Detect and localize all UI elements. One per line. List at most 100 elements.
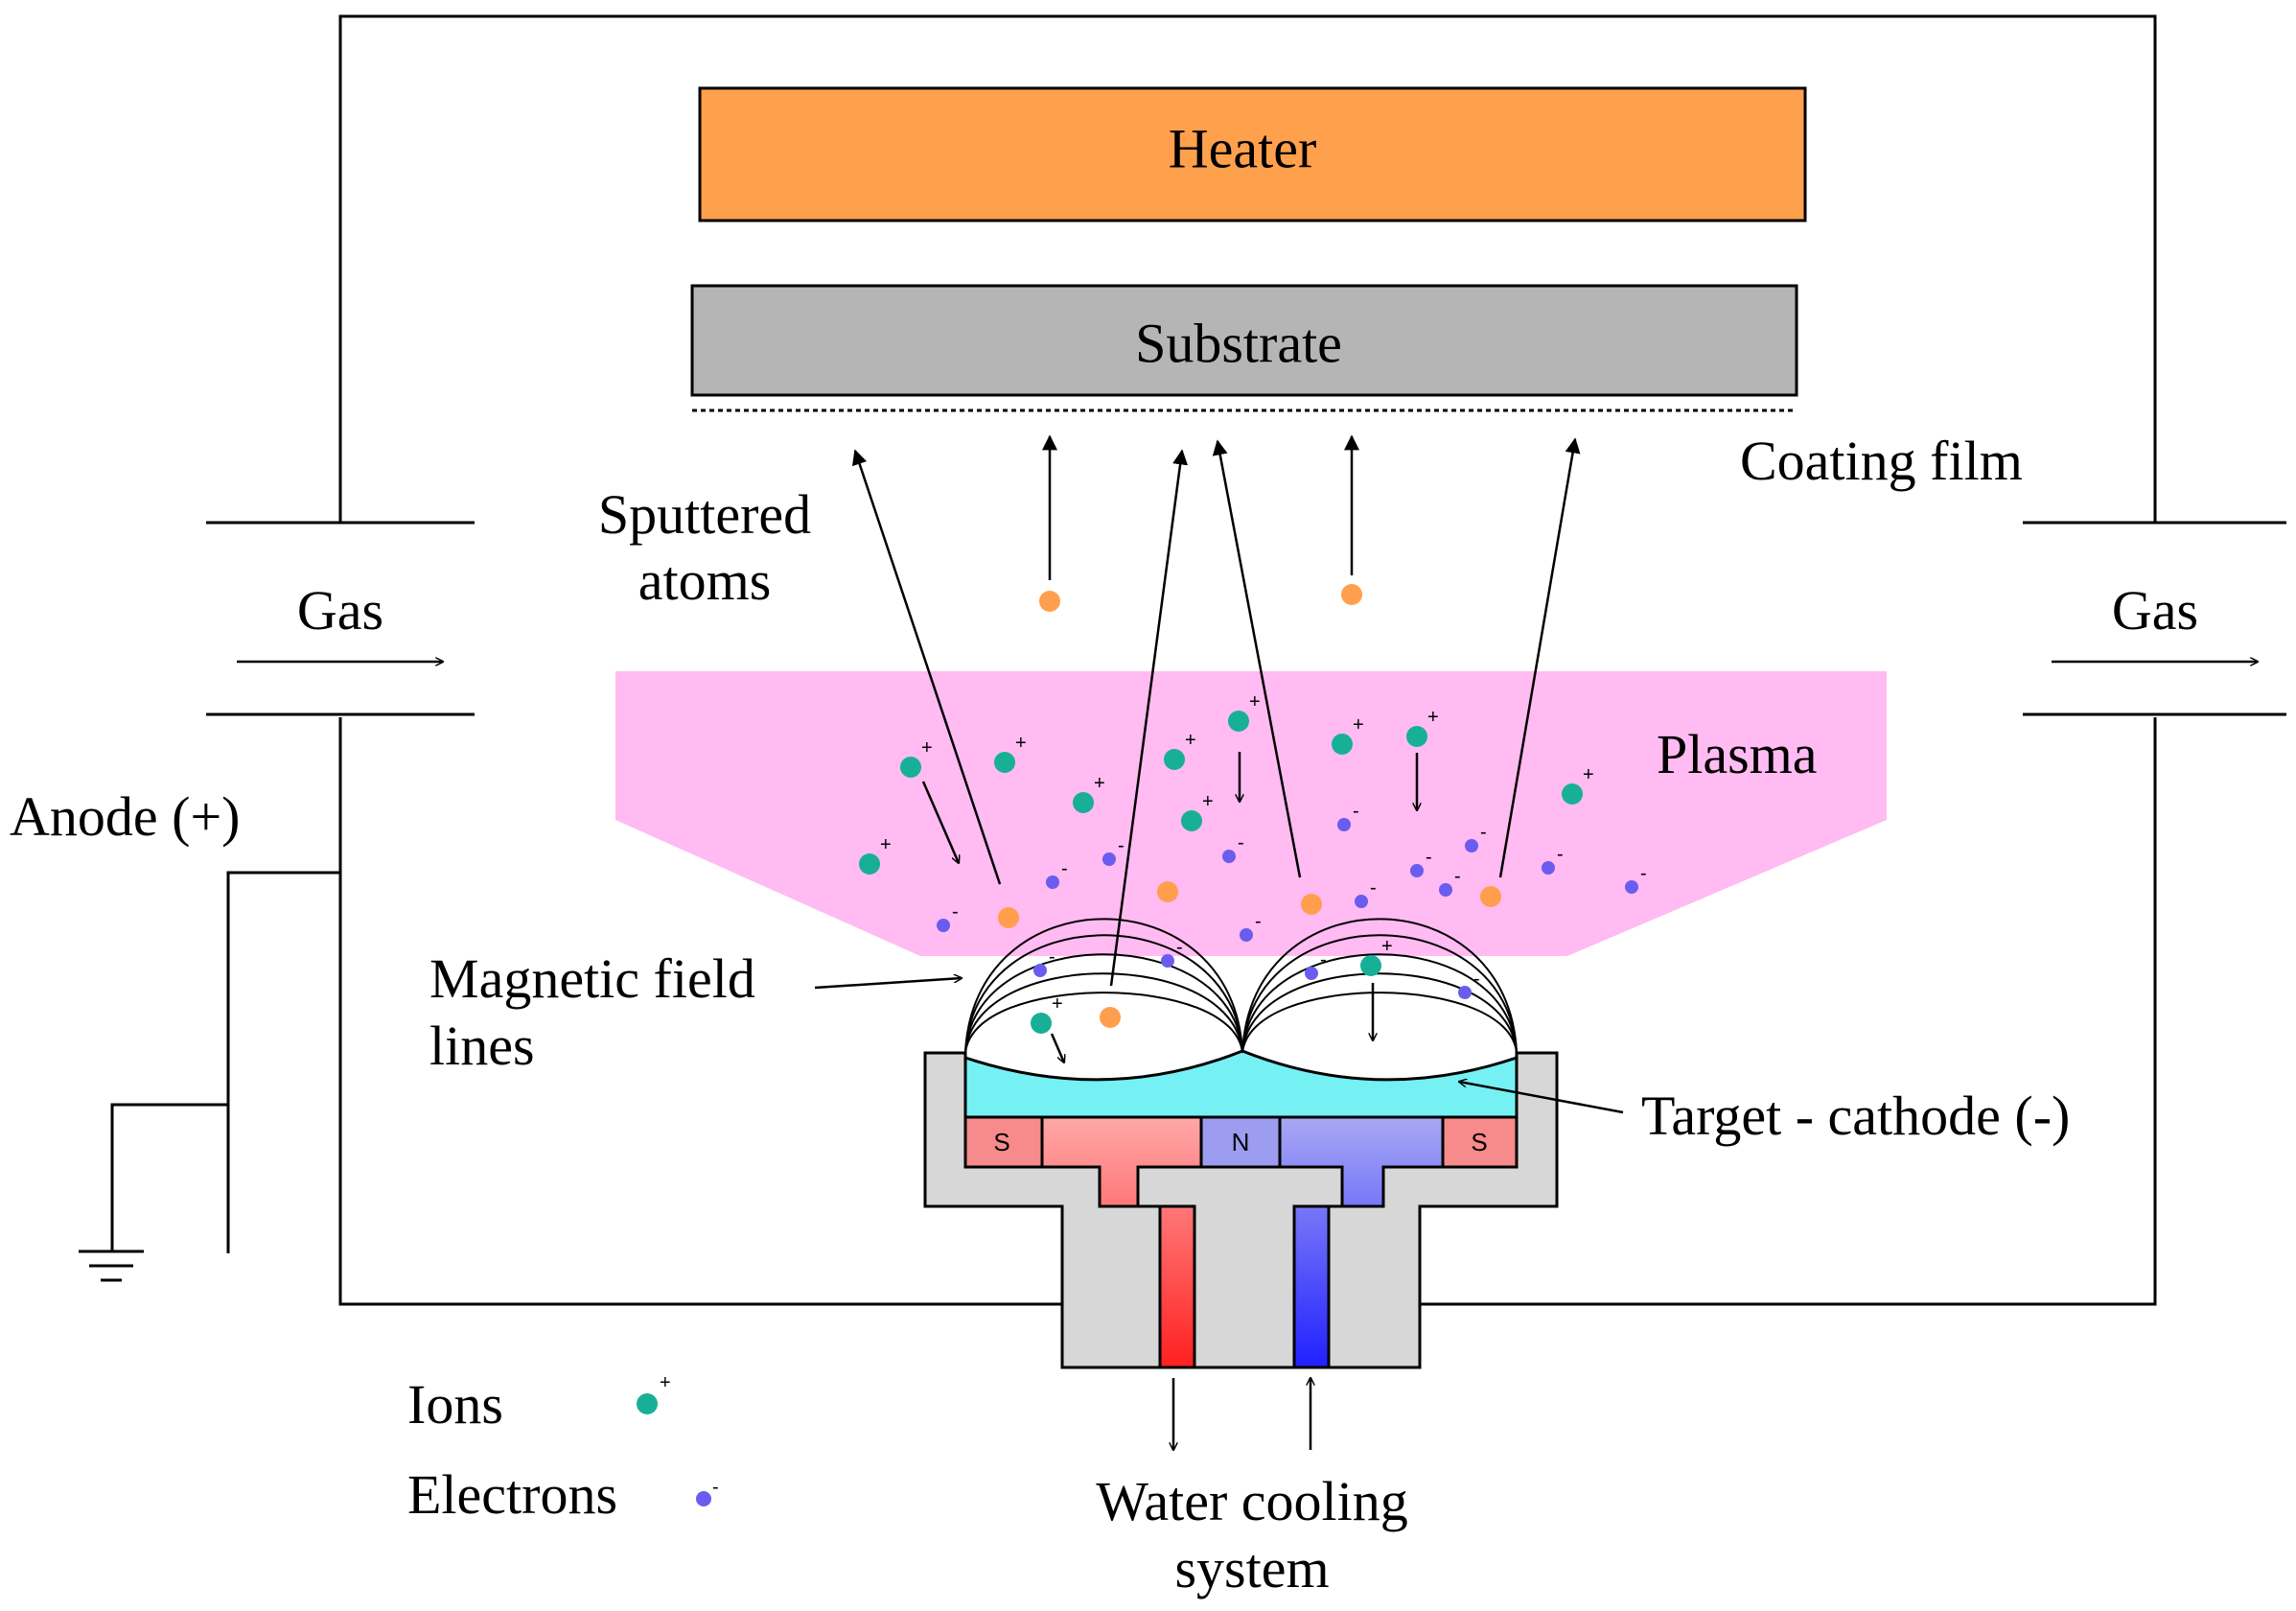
sputtered-atom	[1480, 886, 1501, 907]
legend-ion-sign: +	[660, 1372, 671, 1393]
ion-sign: +	[1583, 764, 1594, 785]
sputtered-trajectories	[851, 434, 1581, 987]
electron-sign: -	[952, 901, 959, 922]
anode-label: Anode (+)	[10, 785, 240, 848]
coating-film-label: Coating film	[1740, 430, 2023, 492]
electron-sign: -	[1176, 937, 1183, 958]
gas-outlet-port	[2023, 521, 2286, 716]
electron-particle	[1465, 839, 1478, 852]
ion-sign: +	[921, 737, 933, 759]
electron-particle	[1439, 883, 1452, 897]
field-line-arc	[1241, 972, 1518, 1054]
electron-particle	[1305, 967, 1318, 980]
ion-sign: +	[1185, 730, 1196, 751]
magnetic-field-label-line1: Magnetic field	[429, 947, 755, 1010]
target-cathode-label: Target - cathode (-)	[1641, 1085, 2070, 1147]
plasma-label: Plasma	[1657, 723, 1818, 785]
ion-sign: +	[1381, 936, 1393, 957]
electron-particle	[1355, 895, 1368, 908]
ion-sign: +	[1052, 993, 1063, 1015]
electron-particle	[937, 919, 950, 932]
plasma-region	[615, 671, 1887, 956]
gas-inlet-port	[206, 521, 475, 716]
water-cooling-label-line2: system	[1174, 1537, 1329, 1599]
magnet-s-left-label: S	[993, 1128, 1009, 1156]
anode-wiring	[79, 871, 340, 1282]
electron-sign: -	[1061, 858, 1068, 879]
target-cathode	[963, 1049, 1519, 1119]
sputtered-atom	[1100, 1007, 1121, 1028]
target-pointer	[1459, 1082, 1624, 1114]
legend-ion-dot	[637, 1393, 658, 1414]
heater-block	[698, 86, 1807, 222]
electron-particle	[1240, 928, 1253, 942]
chamber	[338, 14, 2157, 1306]
sputtered-atom	[1301, 894, 1322, 915]
field-line-arc	[964, 972, 1243, 1054]
electron-particle	[1222, 850, 1236, 863]
electron-sign: -	[1480, 822, 1487, 843]
electron-sign: -	[1255, 911, 1262, 932]
electron-sign: -	[1049, 946, 1055, 968]
ion-sign: +	[1094, 773, 1105, 794]
heater-label: Heater	[1169, 117, 1317, 179]
magnet-s-right	[1441, 1115, 1519, 1169]
ion-particle	[1073, 792, 1094, 813]
ion-particle	[1181, 810, 1202, 831]
ion-sign: +	[1249, 691, 1261, 712]
electron-particle	[1625, 880, 1638, 894]
electron-particle	[1102, 852, 1116, 866]
particles: ++++++++++++----------------	[859, 584, 1647, 1034]
electron-particle	[1410, 864, 1424, 877]
ion-sign: +	[1015, 733, 1027, 754]
sputtered-atom	[1039, 591, 1060, 612]
field-line-arc	[1241, 953, 1518, 1054]
electron-particle	[1458, 986, 1472, 999]
electron-particle	[1046, 876, 1059, 889]
ion-particle	[994, 752, 1015, 773]
electron-particle	[1337, 818, 1351, 831]
electron-sign: -	[1454, 866, 1461, 887]
ion-particle	[1360, 955, 1381, 976]
magnet-assembly: S N S	[963, 1115, 1519, 1369]
gas-outlet-label: Gas	[2112, 579, 2198, 642]
electron-sign: -	[1118, 835, 1125, 856]
field-line-arc	[964, 992, 1243, 1054]
ion-sign: +	[880, 834, 892, 855]
substrate-label: Substrate	[1135, 312, 1342, 374]
electron-particle	[1161, 954, 1174, 968]
sputtered-atom	[1157, 881, 1178, 902]
electron-sign: -	[1473, 969, 1480, 990]
substrate-block	[690, 284, 1798, 397]
electron-sign: -	[1640, 863, 1647, 884]
electron-particle	[1542, 861, 1555, 875]
ion-sign: +	[1427, 707, 1439, 728]
magnetic-field-lines	[964, 918, 1518, 1054]
field-line-arc	[964, 953, 1243, 1054]
sputtered-atom	[998, 907, 1019, 928]
electron-sign: -	[1370, 877, 1377, 899]
electron-particle	[1033, 964, 1047, 977]
field-line-arc	[1241, 992, 1518, 1054]
field-line-arc	[964, 934, 1243, 1054]
water-cooling-label-line1: Water cooling	[1096, 1470, 1408, 1532]
field-line-arc	[964, 918, 1243, 1054]
magnetic-field-pointer	[814, 978, 962, 990]
ion-particle	[1406, 726, 1427, 747]
magnet-s-left	[963, 1115, 1044, 1169]
ion-particle	[1228, 711, 1249, 732]
legend: Ions + Electrons -	[407, 1372, 719, 1526]
magnet-s-right-label: S	[1471, 1128, 1487, 1156]
ion-particle	[900, 757, 921, 778]
sputtered-atoms-label-line1: Sputtered	[598, 483, 811, 546]
electron-sign: -	[1320, 949, 1327, 970]
legend-ions-label: Ions	[407, 1373, 503, 1436]
legend-electrons-label: Electrons	[407, 1463, 617, 1526]
ion-particle	[1332, 734, 1353, 755]
legend-electron-sign: -	[712, 1477, 719, 1498]
field-line-arc	[1241, 918, 1518, 1054]
electron-sign: -	[1426, 847, 1432, 868]
legend-electron-dot	[696, 1491, 711, 1506]
ion-particle	[1164, 749, 1185, 770]
